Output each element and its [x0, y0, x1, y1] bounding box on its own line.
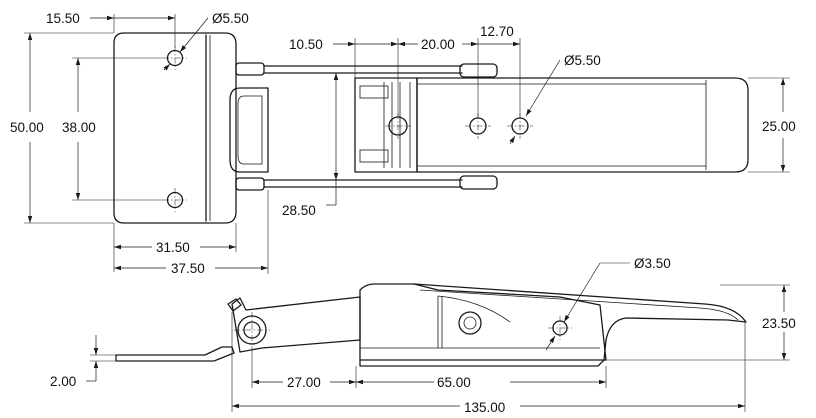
dim-base-height-label: 50.00: [10, 120, 44, 135]
dim-base-hole-offset: 15.50: [46, 11, 176, 48]
dim-base-height: 50.00: [10, 32, 114, 224]
dim-hole-spacing-label: 38.00: [62, 120, 96, 135]
dim-base-width-outer-label: 37.50: [171, 261, 205, 276]
dim-hole-pitch: 20.00: [398, 37, 479, 117]
dim-hole-pitch-label: 20.00: [421, 37, 455, 52]
main-lever: [416, 77, 749, 173]
dim-base-width-inner: 31.50: [113, 223, 237, 272]
lever-hole-1: [465, 113, 491, 139]
dim-base-hole-offset-label: 15.50: [46, 11, 80, 26]
dim-hook-offset-label: 27.00: [287, 375, 321, 390]
dim-pin-hole-diameter: Ø3.50: [545, 256, 671, 351]
hinge-loop: [229, 62, 269, 191]
dim-arm-hole-diameter-label: Ø5.50: [564, 53, 601, 68]
side-base-plate: [115, 346, 235, 362]
dim-plate-thickness: 2.00: [50, 335, 116, 389]
dim-lever-length-label: 65.00: [437, 375, 471, 390]
dim-arm-height-label: 28.50: [282, 203, 316, 218]
clamp-block: [354, 77, 418, 173]
lever-hole-2: [507, 113, 533, 139]
dim-lever-height-label: 25.00: [762, 119, 796, 134]
dim-base-width-inner-label: 31.50: [156, 240, 190, 255]
dim-arm-height: 28.50: [282, 72, 355, 218]
dim-total-height-label: 23.50: [762, 316, 796, 331]
dim-overall-length: 135.00: [231, 312, 746, 415]
dim-arm-hole-diameter: Ø5.50: [509, 53, 601, 145]
dim-hook-offset: 27.00: [251, 348, 357, 390]
base-hole-bottom: [163, 188, 187, 212]
dim-arm-offset: 10.50: [289, 37, 399, 117]
dim-base-hole-diameter: Ø5.50: [163, 11, 249, 71]
side-lever-body: [359, 283, 607, 361]
dim-pin-hole-diameter-label: Ø3.50: [634, 256, 671, 271]
dim-second-hole-offset-label: 12.70: [480, 24, 514, 39]
dim-base-width-outer: 37.50: [114, 190, 269, 276]
side-top-lever: [359, 283, 747, 367]
base-hole-top: [163, 46, 187, 70]
dim-total-height: 23.50: [606, 284, 796, 361]
wire-arms: [263, 63, 498, 190]
dim-lever-height: 25.00: [748, 77, 796, 173]
side-view: Ø3.50 23.50 2.00 27.00: [50, 256, 796, 415]
dim-hole-spacing: 38.00: [62, 57, 163, 201]
dim-base-hole-diameter-label: Ø5.50: [212, 11, 249, 26]
dim-arm-offset-label: 10.50: [289, 37, 323, 52]
top-view: 15.50 Ø5.50 50.00 38.00: [10, 11, 796, 276]
dim-second-hole-offset: 12.70: [478, 24, 521, 117]
base-plate: [113, 32, 237, 224]
dim-plate-thickness-label: 2.00: [50, 374, 76, 389]
dim-overall-length-label: 135.00: [464, 400, 505, 415]
dim-lever-length: 65.00: [356, 366, 607, 390]
side-hook-arm: [227, 296, 361, 353]
